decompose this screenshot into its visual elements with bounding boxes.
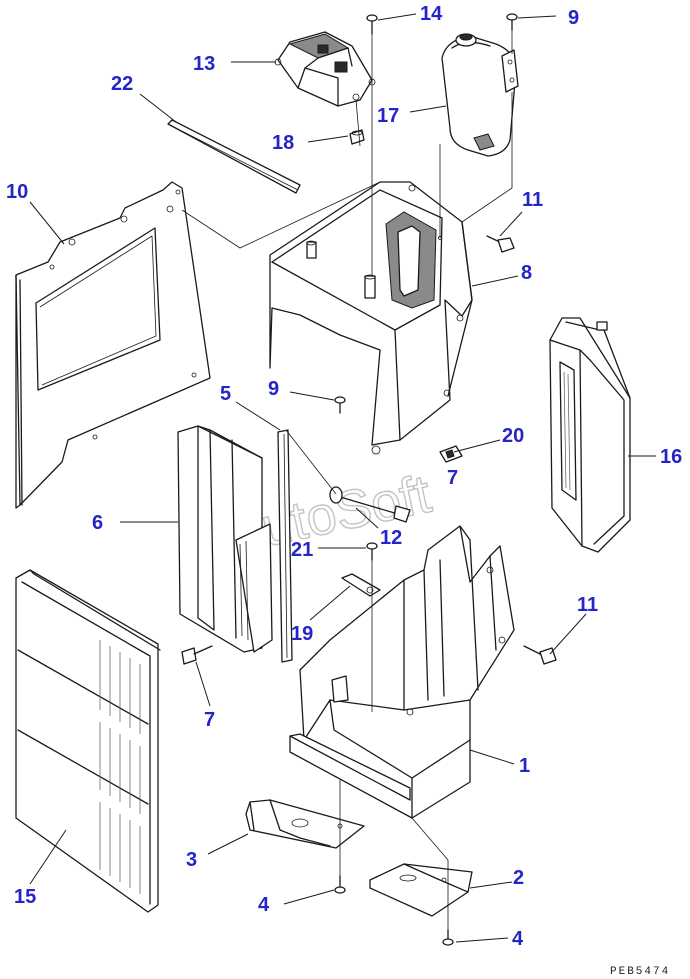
part-20-clip <box>439 445 463 463</box>
label-12: 12 <box>380 527 402 549</box>
label-7-left: 7 <box>204 709 215 731</box>
label-4-lower: 4 <box>512 928 524 950</box>
part-21-screw <box>366 542 378 561</box>
part-15-filter-element <box>15 569 161 913</box>
label-21: 21 <box>291 539 313 561</box>
part-labels: 13 14 9 22 17 18 10 11 8 9 5 20 7 16 6 1… <box>6 3 682 950</box>
part-5-seal-strip <box>277 429 293 663</box>
leader-lines <box>29 13 656 943</box>
part-11-bolt-upper <box>486 235 515 253</box>
label-16: 16 <box>660 446 682 468</box>
label-2: 2 <box>513 867 524 889</box>
part-8-upper-housing <box>269 181 473 455</box>
label-18: 18 <box>272 132 294 154</box>
label-9-mid: 9 <box>268 378 279 400</box>
label-1: 1 <box>519 755 530 777</box>
part-22-strip <box>167 119 301 194</box>
part-13-controller <box>274 31 376 107</box>
label-3: 3 <box>186 849 197 871</box>
part-19-bracket <box>341 573 381 597</box>
label-11-lower: 11 <box>577 594 598 616</box>
label-19: 19 <box>291 623 313 645</box>
part-3-bracket <box>245 799 365 849</box>
part-2-bracket <box>369 863 473 917</box>
part-4-screw-upper <box>334 875 346 894</box>
label-8: 8 <box>521 262 532 284</box>
part-12-bolt <box>329 486 411 523</box>
label-15: 15 <box>14 886 36 908</box>
part-18-nut <box>349 129 365 145</box>
label-11-upper: 11 <box>522 189 543 211</box>
label-22: 22 <box>111 73 133 95</box>
label-13: 13 <box>193 53 215 75</box>
label-9-top: 9 <box>568 7 579 29</box>
label-5: 5 <box>220 383 231 405</box>
label-17: 17 <box>377 105 399 127</box>
part-9-screw-mid <box>334 396 346 414</box>
assembly-reference-lines <box>181 30 513 930</box>
label-10: 10 <box>6 181 28 203</box>
part-9-screw-top <box>506 13 518 31</box>
part-1-lower-housing <box>289 525 515 819</box>
label-6: 6 <box>92 512 103 534</box>
part-11-bolt-lower <box>523 645 557 665</box>
label-14: 14 <box>420 3 443 25</box>
label-7-right: 7 <box>447 467 458 489</box>
part-17-reservoir-tank <box>441 33 519 157</box>
label-4-upper: 4 <box>258 894 270 916</box>
part-7-bolt-left <box>181 645 213 665</box>
reference-code: PEB5474 <box>610 966 670 978</box>
part-10-side-panel <box>15 181 211 509</box>
part-16-intake-duct <box>549 317 631 553</box>
part-4-screw-lower <box>442 929 454 946</box>
part-6-filter-housing <box>177 425 273 653</box>
label-20: 20 <box>502 425 524 447</box>
part-14-screw <box>366 14 378 35</box>
